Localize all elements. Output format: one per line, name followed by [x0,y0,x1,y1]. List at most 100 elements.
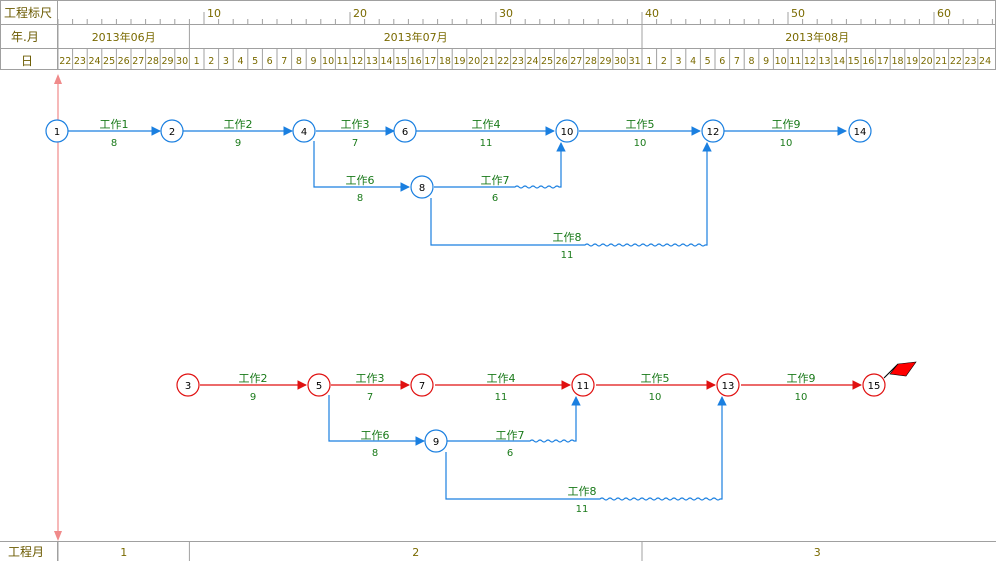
event-node[interactable]: 2 [160,119,184,143]
event-node[interactable]: 15 [862,373,886,397]
activity-name: 工作7 [496,429,525,442]
project-month-number: 1 [120,546,127,559]
activity-name: 工作7 [481,174,510,187]
node-label: 9 [433,437,439,448]
event-node[interactable]: 7 [410,373,434,397]
activity-name: 工作8 [568,485,597,498]
activity-arrow[interactable] [313,141,410,192]
day-label: 22 [497,56,509,67]
node-label: 3 [185,381,191,392]
activity-name: 工作2 [239,372,268,385]
event-node[interactable]: 10 [555,119,579,143]
activity-duration: 10 [649,392,662,403]
day-label: 5 [252,56,258,67]
day-label: 4 [690,56,696,67]
event-node[interactable]: 13 [716,373,740,397]
day-label: 12 [351,56,363,67]
activity-arrow-with-float[interactable] [434,142,566,189]
activity-duration: 7 [352,138,358,149]
month-label: 2013年06月 [92,30,156,44]
activity-name: 工作6 [346,174,375,187]
day-label: 17 [424,56,436,67]
day-label: 15 [848,56,860,67]
node-label: 8 [419,183,425,194]
event-node[interactable]: 12 [701,119,725,143]
event-node[interactable]: 6 [393,119,417,143]
event-node[interactable]: 3 [176,373,200,397]
day-label: 1 [194,56,200,67]
day-label: 24 [979,56,991,67]
activity-duration: 7 [367,392,373,403]
activity-duration: 6 [492,193,498,204]
day-label: 13 [366,56,378,67]
day-label: 27 [570,56,582,67]
day-label: 30 [614,56,626,67]
event-node[interactable]: 14 [848,119,872,143]
scale-tick-label: 40 [645,7,659,20]
day-label: 24 [526,56,538,67]
day-label: 7 [281,56,287,67]
activity-name: 工作4 [472,118,501,131]
finish-flag-icon [883,361,917,379]
bottom-network-labels: 工作2 9 工作3 7 工作4 11 工作5 10 工作9 10 工作6 8 工… [239,372,816,515]
day-label: 23 [512,56,524,67]
day-label: 11 [789,56,801,67]
day-label: 22 [59,56,71,67]
day-label: 14 [380,56,392,67]
day-label: 9 [310,56,316,67]
day-label: 25 [541,56,553,67]
day-label: 5 [705,56,711,67]
activity-duration: 8 [372,448,378,459]
activity-duration: 10 [634,138,647,149]
activity-name: 工作9 [787,372,816,385]
top-network [68,126,847,247]
day-label: 1 [646,56,652,67]
project-month-number: 3 [814,546,821,559]
activity-duration: 11 [561,250,574,261]
activity-arrow[interactable] [328,395,425,446]
day-label: 25 [103,56,115,67]
event-node[interactable]: 5 [307,373,331,397]
node-label: 7 [419,381,425,392]
node-label: 5 [316,381,322,392]
scale-row-label: 工程标尺 [4,5,52,20]
activity-arrow-with-float[interactable] [445,396,727,501]
day-label: 8 [296,56,302,67]
project-month-label: 工程月 [8,544,44,559]
event-node[interactable]: 4 [292,119,316,143]
day-label: 24 [88,56,100,67]
day-label: 16 [410,56,422,67]
event-node[interactable]: 9 [424,429,448,453]
activity-duration: 8 [111,138,117,149]
day-label: 27 [132,56,144,67]
activity-arrow-with-float[interactable] [447,396,581,443]
node-label: 14 [854,127,867,138]
activity-name: 工作6 [361,429,390,442]
activity-duration: 6 [507,448,513,459]
activity-duration: 11 [480,138,493,149]
day-label: 3 [223,56,229,67]
bottom-network-nodes: 3 5 7 11 13 15 9 [176,373,886,453]
day-label: 6 [719,56,725,67]
day-label: 29 [161,56,173,67]
activity-name: 工作5 [626,118,655,131]
activity-arrow-with-float[interactable] [430,142,712,247]
day-label: 6 [267,56,273,67]
node-label: 12 [707,127,720,138]
day-label: 22 [950,56,962,67]
day-label: 21 [483,56,495,67]
day-label: 2 [208,56,214,67]
event-node[interactable]: 11 [571,373,595,397]
event-node[interactable]: 1 [45,119,69,143]
day-label: 2 [661,56,667,67]
day-label: 28 [147,56,159,67]
event-node[interactable]: 8 [410,175,434,199]
day-label: 20 [921,56,933,67]
day-label: 12 [804,56,816,67]
scale-tick-label: 60 [937,7,951,20]
